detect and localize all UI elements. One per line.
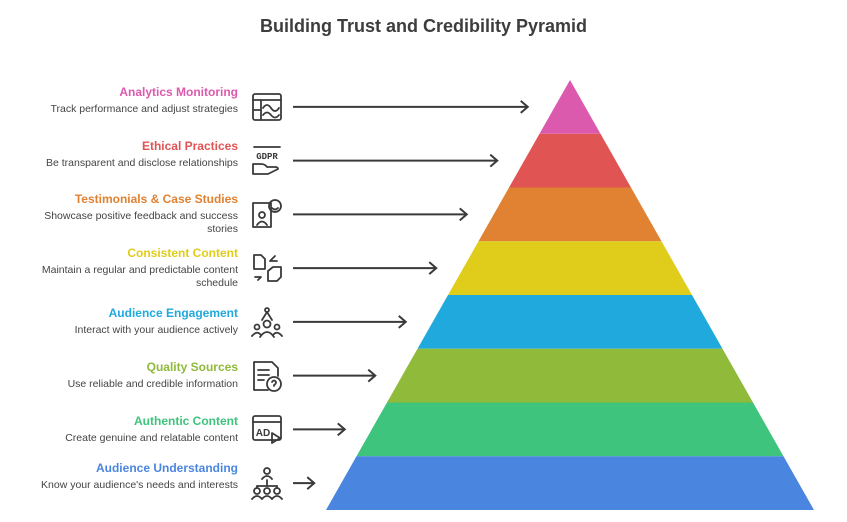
level-heading: Analytics Monitoring — [119, 84, 238, 99]
pyramid-row: Audience Engagement Interact with your a… — [0, 295, 847, 349]
arrow-icon — [293, 100, 530, 114]
level-description: Know your audience's needs and interests — [41, 479, 238, 492]
level-heading: Testimonials & Case Studies — [74, 192, 238, 207]
pyramid-row: Ethical Practices Be transparent and dis… — [0, 134, 847, 188]
level-text: Quality Sources Use reliable and credibl… — [18, 360, 238, 391]
arrow-icon — [293, 261, 438, 275]
arrow-icon — [293, 476, 316, 490]
pyramid-row: Audience Understanding Know your audienc… — [0, 456, 847, 510]
level-heading: Ethical Practices — [141, 138, 238, 153]
page-title: Building Trust and Credibility Pyramid — [259, 16, 588, 36]
level-description: Track performance and adjust strategies — [50, 102, 238, 115]
pyramid-level-6 — [387, 348, 753, 403]
level-heading: Audience Engagement — [108, 306, 238, 321]
level-text: Analytics Monitoring Track performance a… — [18, 85, 238, 116]
level-text: Ethical Practices Be transparent and dis… — [18, 139, 238, 170]
level-heading: Consistent Content — [127, 246, 238, 261]
level-heading: Audience Understanding — [95, 461, 238, 476]
level-text: Audience Engagement Interact with your a… — [18, 306, 238, 337]
pyramid-row: Testimonials & Case Studies Showcase pos… — [0, 188, 847, 242]
analytics-chart-icon — [252, 92, 282, 121]
pyramid-level-5 — [417, 295, 723, 349]
svg-text:AD: AD — [256, 428, 270, 439]
pyramid-level-8 — [326, 456, 814, 510]
testimonial-icon — [252, 199, 282, 229]
level-text: Consistent Content Maintain a regular an… — [18, 246, 238, 290]
level-description: Interact with your audience actively — [74, 324, 238, 337]
pyramid-level-3 — [478, 187, 662, 242]
level-description: Showcase positive feedback and success s… — [44, 210, 238, 236]
level-text: Authentic Content Create genuine and rel… — [18, 414, 238, 445]
audience-network-icon — [251, 467, 283, 501]
arrow-icon — [293, 422, 347, 437]
level-description: Maintain a regular and predictable conte… — [41, 264, 238, 290]
arrow-icon — [293, 315, 408, 329]
arrow-icon — [293, 153, 499, 168]
level-description: Be transparent and disclose relationship… — [45, 156, 238, 169]
pyramid-level-1 — [539, 80, 601, 134]
content-cycle-icon — [253, 254, 282, 283]
level-description: Create genuine and relatable content — [65, 431, 238, 444]
ad-video-icon: AD — [252, 415, 282, 445]
level-description: Use reliable and credible information — [67, 378, 238, 391]
document-question-icon — [253, 360, 282, 392]
audience-engagement-icon — [251, 306, 283, 338]
level-text: Testimonials & Case Studies Showcase pos… — [18, 192, 238, 236]
gdpr-hand-icon: GDPR — [252, 145, 281, 175]
pyramid-level-4 — [448, 241, 692, 295]
pyramid-row: Consistent Content Maintain a regular an… — [0, 241, 847, 295]
arrow-icon — [293, 207, 469, 222]
pyramid-row: Analytics Monitoring Track performance a… — [0, 80, 847, 134]
pyramid-row: Authentic Content Create genuine and rel… — [0, 403, 847, 457]
level-heading: Authentic Content — [134, 413, 238, 428]
level-text: Audience Understanding Know your audienc… — [18, 461, 238, 492]
pyramid-level-2 — [509, 133, 631, 188]
pyramid-level-7 — [356, 402, 784, 457]
pyramid-row: Quality Sources Use reliable and credibl… — [0, 349, 847, 403]
svg-text:GDPR: GDPR — [256, 152, 278, 162]
level-heading: Quality Sources — [146, 360, 238, 375]
arrow-icon — [293, 368, 377, 383]
